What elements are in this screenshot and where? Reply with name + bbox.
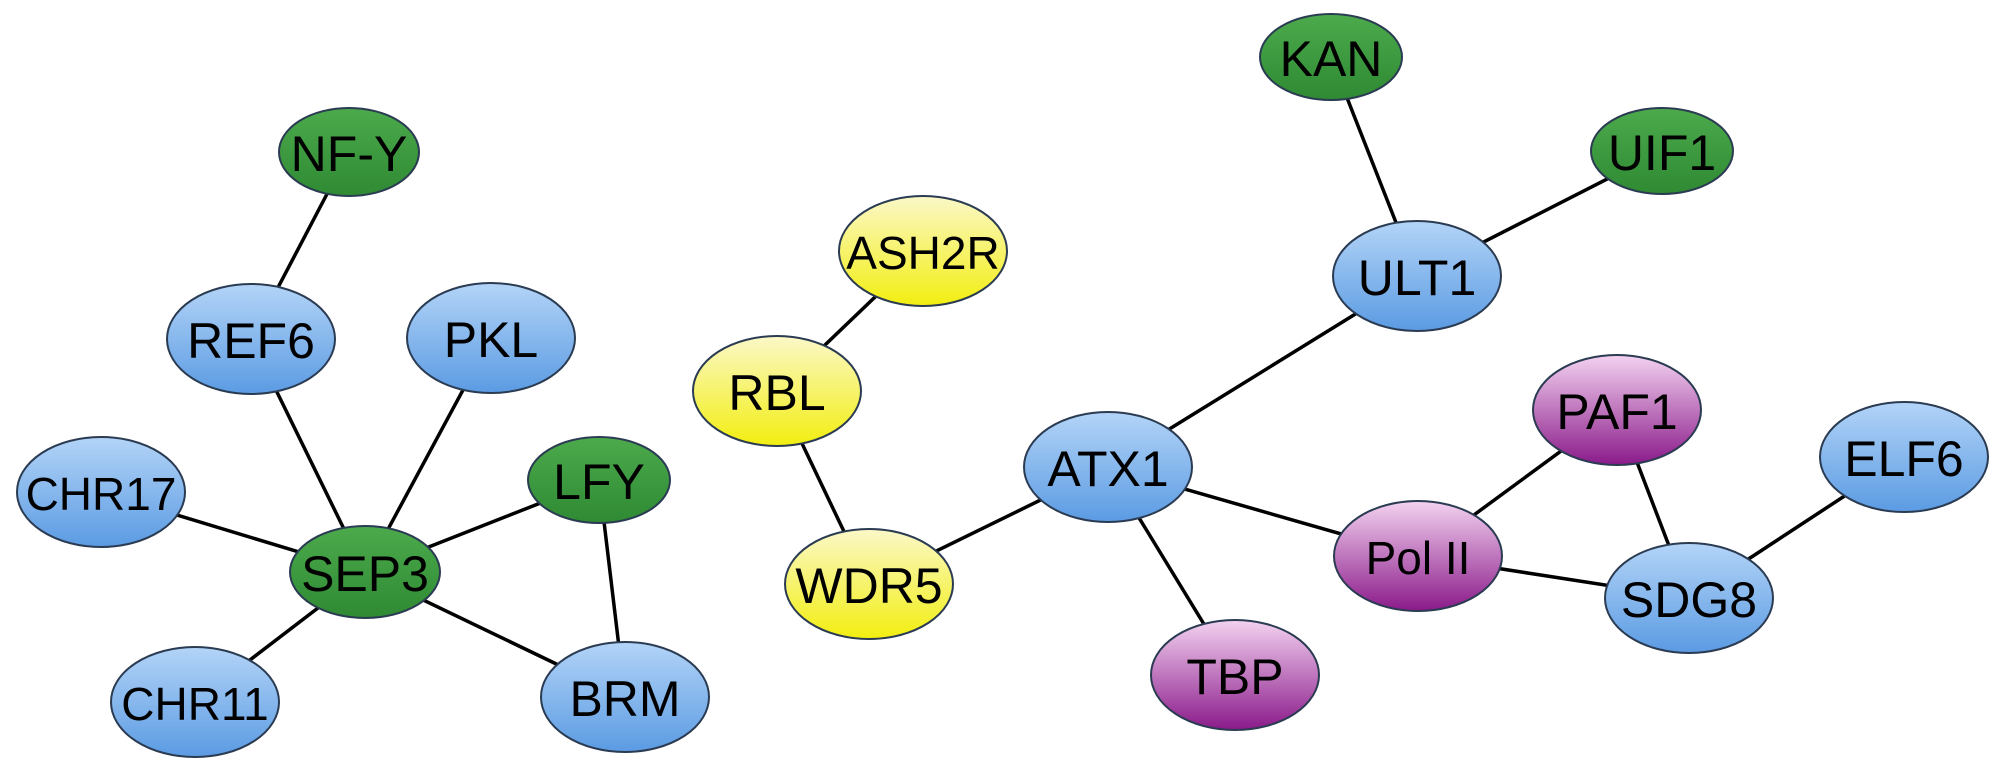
node-atx1: ATX1 <box>1023 411 1193 523</box>
node-paf1-label: PAF1 <box>1556 384 1677 440</box>
node-chr11-label: CHR11 <box>121 678 268 730</box>
node-atx1-ellipse <box>1023 411 1193 523</box>
node-kan-label: KAN <box>1280 31 1383 87</box>
node-paf1-ellipse <box>1532 354 1702 466</box>
node-ult1-ellipse <box>1332 220 1502 332</box>
node-nf-y-label: NF-Y <box>291 126 408 182</box>
node-brm-label: BRM <box>569 671 680 727</box>
node-chr17: CHR17 <box>16 436 186 548</box>
node-paf1: PAF1 <box>1532 354 1702 466</box>
node-lfy: LFY <box>527 436 671 524</box>
node-ref6-ellipse <box>166 283 336 395</box>
node-pol2: Pol II <box>1333 500 1503 612</box>
node-tbp-label: TBP <box>1186 649 1283 705</box>
node-kan-ellipse <box>1259 13 1403 101</box>
node-kan: KAN <box>1259 13 1403 101</box>
node-pkl: PKL <box>406 282 576 394</box>
node-sep3-label: SEP3 <box>301 546 429 602</box>
node-chr11-ellipse <box>110 646 280 758</box>
node-tbp-ellipse <box>1150 619 1320 731</box>
node-tbp: TBP <box>1150 619 1320 731</box>
node-nf-y: NF-Y <box>278 107 420 197</box>
node-sep3-ellipse <box>289 525 441 619</box>
node-uif1-label: UIF1 <box>1608 125 1716 181</box>
node-ref6-label: REF6 <box>187 313 315 369</box>
node-rbl-ellipse <box>692 335 862 447</box>
node-elf6: ELF6 <box>1819 401 1989 513</box>
node-rbl: RBL <box>692 335 862 447</box>
node-chr11: CHR11 <box>110 646 280 758</box>
node-wdr5-label: WDR5 <box>795 558 942 614</box>
node-pkl-label: PKL <box>444 312 539 368</box>
node-pol2-ellipse <box>1333 500 1503 612</box>
node-wdr5: WDR5 <box>784 528 954 640</box>
node-chr17-label: CHR17 <box>26 468 177 520</box>
node-ult1: ULT1 <box>1332 220 1502 332</box>
node-rbl-label: RBL <box>728 365 825 421</box>
node-pol2-label: Pol II <box>1366 532 1471 584</box>
node-ash2r-ellipse <box>838 195 1008 307</box>
node-ult1-label: ULT1 <box>1358 250 1477 306</box>
node-elf6-label: ELF6 <box>1844 431 1964 487</box>
node-brm-ellipse <box>540 641 710 753</box>
node-sdg8: SDG8 <box>1604 542 1774 654</box>
node-elf6-ellipse <box>1819 401 1989 513</box>
node-sep3: SEP3 <box>289 525 441 619</box>
node-pkl-ellipse <box>406 282 576 394</box>
node-sdg8-ellipse <box>1604 542 1774 654</box>
node-brm: BRM <box>540 641 710 753</box>
node-sdg8-label: SDG8 <box>1621 572 1757 628</box>
node-ash2r-label: ASH2R <box>846 227 999 279</box>
node-chr17-ellipse <box>16 436 186 548</box>
node-lfy-label: LFY <box>553 454 645 510</box>
node-lfy-ellipse <box>527 436 671 524</box>
node-nf-y-ellipse <box>278 107 420 197</box>
node-uif1: UIF1 <box>1590 107 1734 195</box>
node-atx1-label: ATX1 <box>1047 441 1168 497</box>
node-uif1-ellipse <box>1590 107 1734 195</box>
node-ref6: REF6 <box>166 283 336 395</box>
node-ash2r: ASH2R <box>838 195 1008 307</box>
node-wdr5-ellipse <box>784 528 954 640</box>
